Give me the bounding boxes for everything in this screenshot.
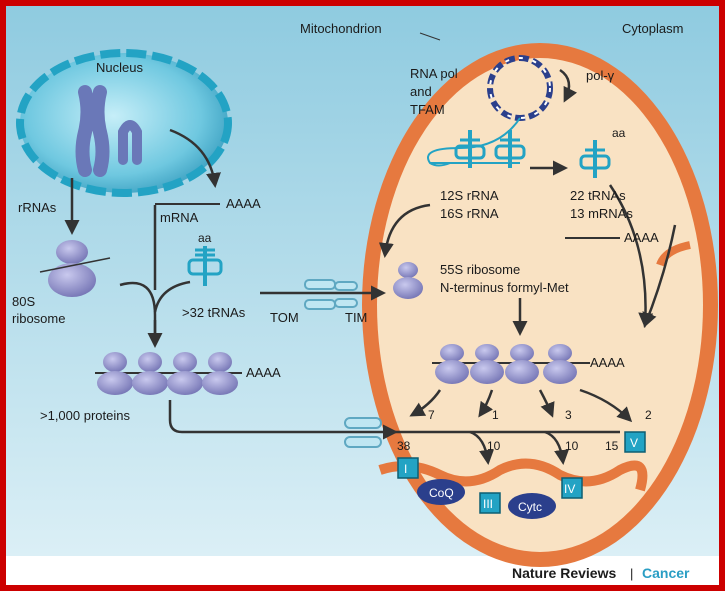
count-nuclear-3: 10 bbox=[565, 439, 579, 453]
ribosome-55s-small bbox=[398, 262, 418, 278]
merge-lines bbox=[119, 205, 157, 340]
arrow-mito-1 bbox=[409, 389, 442, 417]
chromosome-u bbox=[118, 120, 142, 165]
label-polya-3: AAAA bbox=[624, 230, 659, 245]
mito-leader-line bbox=[419, 32, 441, 41]
polysome-mito bbox=[435, 344, 577, 384]
tom-tim-channel bbox=[304, 279, 358, 310]
arrow-trnas-to-polysome bbox=[608, 184, 654, 328]
chromosome-x bbox=[75, 85, 95, 177]
label-rnapol-1: RNA pol bbox=[410, 66, 458, 81]
label-trnas-32: >32 tRNAs bbox=[182, 305, 246, 320]
trna-icon-mito-3 bbox=[579, 140, 611, 178]
label-coq: CoQ bbox=[429, 486, 454, 500]
mt-transcript bbox=[427, 117, 521, 167]
footer-journal: Nature Reviews bbox=[512, 565, 616, 581]
arrow-mrna bbox=[169, 128, 221, 188]
label-13mrnas: 13 mRNAs bbox=[570, 206, 633, 221]
label-mitochondrion: Mitochondrion bbox=[300, 21, 382, 36]
label-tim: TIM bbox=[345, 310, 367, 325]
ribosome-80s-large bbox=[48, 263, 96, 297]
count-mito-4: 2 bbox=[645, 408, 652, 422]
count-mito-3: 3 bbox=[565, 408, 572, 422]
label-80s: 80S bbox=[12, 294, 35, 309]
label-complex-iv: IV bbox=[564, 482, 575, 496]
complex-v bbox=[624, 431, 646, 453]
label-nucleus: Nucleus bbox=[96, 60, 143, 75]
label-55s: 55S ribosome bbox=[440, 262, 520, 277]
label-polya-2: AAAA bbox=[246, 365, 281, 380]
chromosome-x-arm bbox=[90, 85, 110, 177]
label-mrna: mRNA bbox=[160, 210, 199, 225]
ribosome-80s-mrna bbox=[39, 257, 111, 273]
label-80s-ribosome: ribosome bbox=[12, 311, 65, 326]
complex-i bbox=[397, 457, 419, 479]
count-nuclear-4: 15 bbox=[605, 439, 619, 453]
count-nuclear-1: 38 bbox=[397, 439, 411, 453]
import-channel-lower bbox=[344, 417, 382, 448]
label-22trnas: 22 tRNAs bbox=[570, 188, 626, 203]
import-branch-2 bbox=[544, 430, 570, 465]
trna-icon-left bbox=[187, 246, 223, 286]
ribosome-80s-small bbox=[56, 240, 88, 264]
arrow-nuclear-proteins bbox=[168, 400, 398, 440]
import-branch-1 bbox=[469, 430, 495, 465]
label-aa-left: aa bbox=[198, 231, 212, 245]
complex-iii bbox=[479, 492, 501, 514]
complex-iv bbox=[561, 477, 583, 499]
label-rnapol-3: TFAM bbox=[410, 102, 445, 117]
mitochondrion-matrix bbox=[377, 58, 703, 552]
footer-separator: | bbox=[630, 566, 633, 581]
label-cytc: Cytc bbox=[518, 500, 542, 514]
label-16s: 16S rRNA bbox=[440, 206, 499, 221]
label-polya-1: AAAA bbox=[226, 196, 261, 211]
label-proteins: >1,000 proteins bbox=[40, 408, 130, 423]
merge-trna-line bbox=[153, 280, 191, 313]
inner-membrane bbox=[378, 458, 648, 492]
label-complex-iii: III bbox=[483, 497, 493, 511]
count-mito-2: 1 bbox=[492, 408, 499, 422]
label-rnapol-2: and bbox=[410, 84, 432, 99]
arrow-pol-gamma bbox=[559, 68, 578, 103]
label-tom: TOM bbox=[270, 310, 299, 325]
label-formyl-met: N-terminus formyl-Met bbox=[440, 280, 569, 295]
coq-carrier bbox=[417, 479, 465, 505]
label-rrnas: rRNAs bbox=[18, 200, 57, 215]
arrow-mito-4 bbox=[579, 388, 633, 423]
count-mito-1: 7 bbox=[428, 408, 435, 422]
count-nuclear-2: 10 bbox=[487, 439, 501, 453]
ribosome-55s-large bbox=[393, 277, 423, 299]
arrow-mito-3 bbox=[538, 389, 555, 418]
label-complex-i: I bbox=[404, 462, 407, 476]
footer-strip bbox=[6, 556, 719, 585]
label-polya-4: AAAA bbox=[590, 355, 625, 370]
label-pol-gamma: pol-γ bbox=[586, 68, 615, 83]
trna-icon-mito-2 bbox=[494, 130, 526, 168]
label-aa-mito: aa bbox=[612, 126, 626, 140]
polysome-left bbox=[97, 352, 238, 395]
label-complex-v: V bbox=[630, 436, 638, 450]
label-cytoplasm: Cytoplasm bbox=[622, 21, 683, 36]
cytc-carrier bbox=[508, 493, 556, 519]
arrow-mrnas-to-polysome bbox=[642, 224, 677, 328]
label-12s: 12S rRNA bbox=[440, 188, 499, 203]
trna-icon-mito-1 bbox=[454, 130, 486, 168]
arrow-to-55s bbox=[378, 203, 431, 258]
arrow-mito-2 bbox=[478, 389, 494, 418]
footer-section: Cancer bbox=[642, 565, 690, 581]
